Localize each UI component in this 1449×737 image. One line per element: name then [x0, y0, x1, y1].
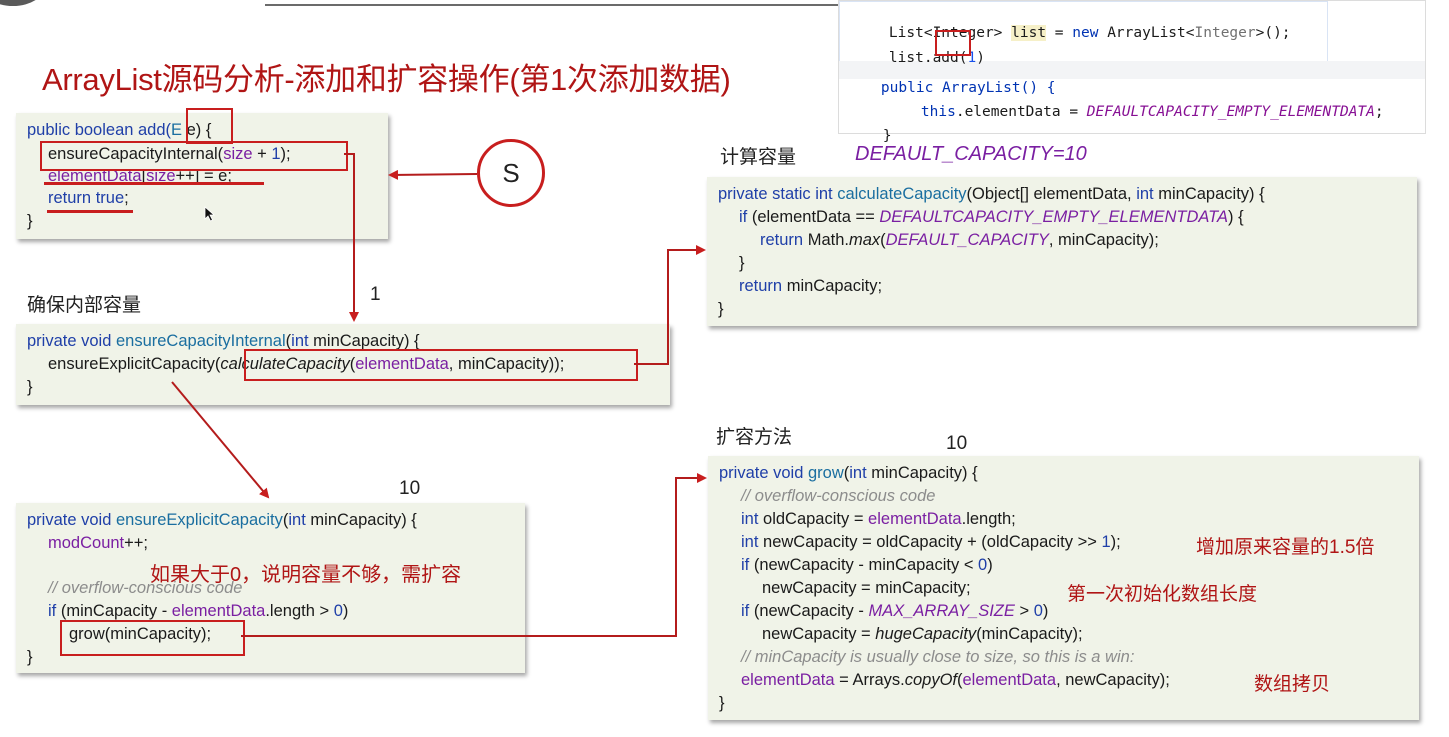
code-line: grow(minCapacity);: [69, 625, 212, 643]
code-line: modCount++;: [48, 534, 148, 552]
code-line: int oldCapacity = elementData.length;: [741, 510, 1016, 528]
code-line: if (minCapacity - elementData.length > 0…: [48, 602, 349, 620]
ide-line-1: List<Integer> list = new ArrayList<Integ…: [888, 25, 1291, 41]
code-line: int newCapacity = oldCapacity + (oldCapa…: [741, 533, 1121, 551]
ide-arg-highlight: [935, 30, 971, 56]
underline-return: [47, 210, 133, 213]
arrow-explicit-to-grow: [241, 473, 707, 637]
param-highlight: [186, 108, 233, 144]
logo-circle: [0, 0, 46, 6]
code-line: ensureExplicitCapacity(calculateCapacity…: [48, 355, 565, 373]
ide-ctor-line-2: this.elementData = DEFAULTCAPACITY_EMPTY…: [920, 104, 1384, 120]
cursor-icon: [204, 206, 216, 222]
code-line: ensureCapacityInternal(size + 1);: [48, 145, 291, 163]
code-line: }: [27, 648, 33, 666]
note-first-init: 第一次初始化数组长度: [1067, 584, 1258, 605]
code-line: public boolean add(E e) {: [27, 121, 212, 139]
note-expand-needed: 如果大于0，说明容量不够，需扩容: [150, 564, 462, 586]
code-line: return minCapacity;: [739, 277, 883, 295]
code-line: if (newCapacity - minCapacity < 0): [741, 556, 993, 574]
code-comment: // overflow-conscious code: [741, 487, 936, 505]
arrow-add-to-internal: [344, 153, 359, 322]
underline-elementdata: [44, 182, 264, 185]
code-line: }: [27, 212, 33, 230]
arrow-internal-to-calc: [634, 245, 706, 365]
code-line: }: [719, 694, 725, 712]
code-line: newCapacity = minCapacity;: [762, 579, 971, 597]
code-box-grow: private void grow(int minCapacity) { // …: [708, 456, 1419, 720]
code-line: newCapacity = hugeCapacity(minCapacity);: [762, 625, 1083, 643]
header-divider: [265, 4, 840, 6]
code-box-calc-capacity: private static int calculateCapacity(Obj…: [707, 177, 1417, 326]
code-line: private void ensureExplicitCapacity(int …: [27, 511, 417, 529]
code-line: }: [718, 300, 724, 318]
code-line: return Math.max(DEFAULT_CAPACITY, minCap…: [760, 231, 1159, 249]
label-default-capacity: DEFAULT_CAPACITY=10: [855, 143, 1087, 165]
label-ten-grow: 10: [946, 433, 968, 454]
ide-band: [839, 61, 1425, 79]
code-line: if (elementData == DEFAULTCAPACITY_EMPTY…: [739, 208, 1244, 226]
grow-call-highlight: [60, 620, 245, 656]
label-grow-method: 扩容方法: [716, 427, 793, 448]
ide-ctor-line-1: public ArrayList() {: [880, 80, 1056, 96]
ide-ctor-line-3: }: [882, 128, 892, 144]
label-one: 1: [370, 284, 381, 305]
note-grow-1-5x: 增加原来容量的1.5倍: [1196, 537, 1375, 558]
s-marker-circle: S: [477, 139, 545, 207]
label-ensure-internal: 确保内部容量: [27, 295, 142, 316]
page-title: ArrayList源码分析-添加和扩容操作(第1次添加数据): [42, 62, 731, 97]
code-line: private void ensureCapacityInternal(int …: [27, 332, 420, 350]
code-line: if (newCapacity - MAX_ARRAY_SIZE > 0): [741, 602, 1049, 620]
arrow-s-to-add: [388, 169, 478, 180]
label-ten-explicit: 10: [399, 478, 421, 499]
code-comment: // minCapacity is usually close to size,…: [741, 648, 1135, 666]
code-box-add: public boolean add(E e) { ensureCapacity…: [16, 113, 388, 239]
code-line: elementData = Arrays.copyOf(elementData,…: [741, 671, 1170, 689]
code-box-ensure-explicit: private void ensureExplicitCapacity(int …: [16, 503, 525, 673]
code-comment: // overflow-conscious code: [48, 579, 243, 597]
code-line: private void grow(int minCapacity) {: [719, 464, 978, 482]
arrow-internal-to-explicit: [171, 381, 270, 499]
code-line: private static int calculateCapacity(Obj…: [718, 185, 1265, 203]
code-box-ensure-internal: private void ensureCapacityInternal(int …: [16, 324, 670, 405]
code-line: }: [739, 254, 745, 272]
code-line: return true;: [48, 189, 129, 207]
code-line: }: [27, 378, 33, 396]
label-calc-capacity: 计算容量: [720, 147, 797, 168]
note-array-copy: 数组拷贝: [1254, 674, 1331, 695]
ide-snippet: List<Integer> list = new ArrayList<Integ…: [838, 0, 1426, 144]
call-highlight: [40, 141, 348, 171]
ide-highlight-line: [839, 1, 1328, 63]
code-line: elementData[size++] = e;: [48, 167, 232, 185]
s-marker-label: S: [502, 158, 520, 188]
